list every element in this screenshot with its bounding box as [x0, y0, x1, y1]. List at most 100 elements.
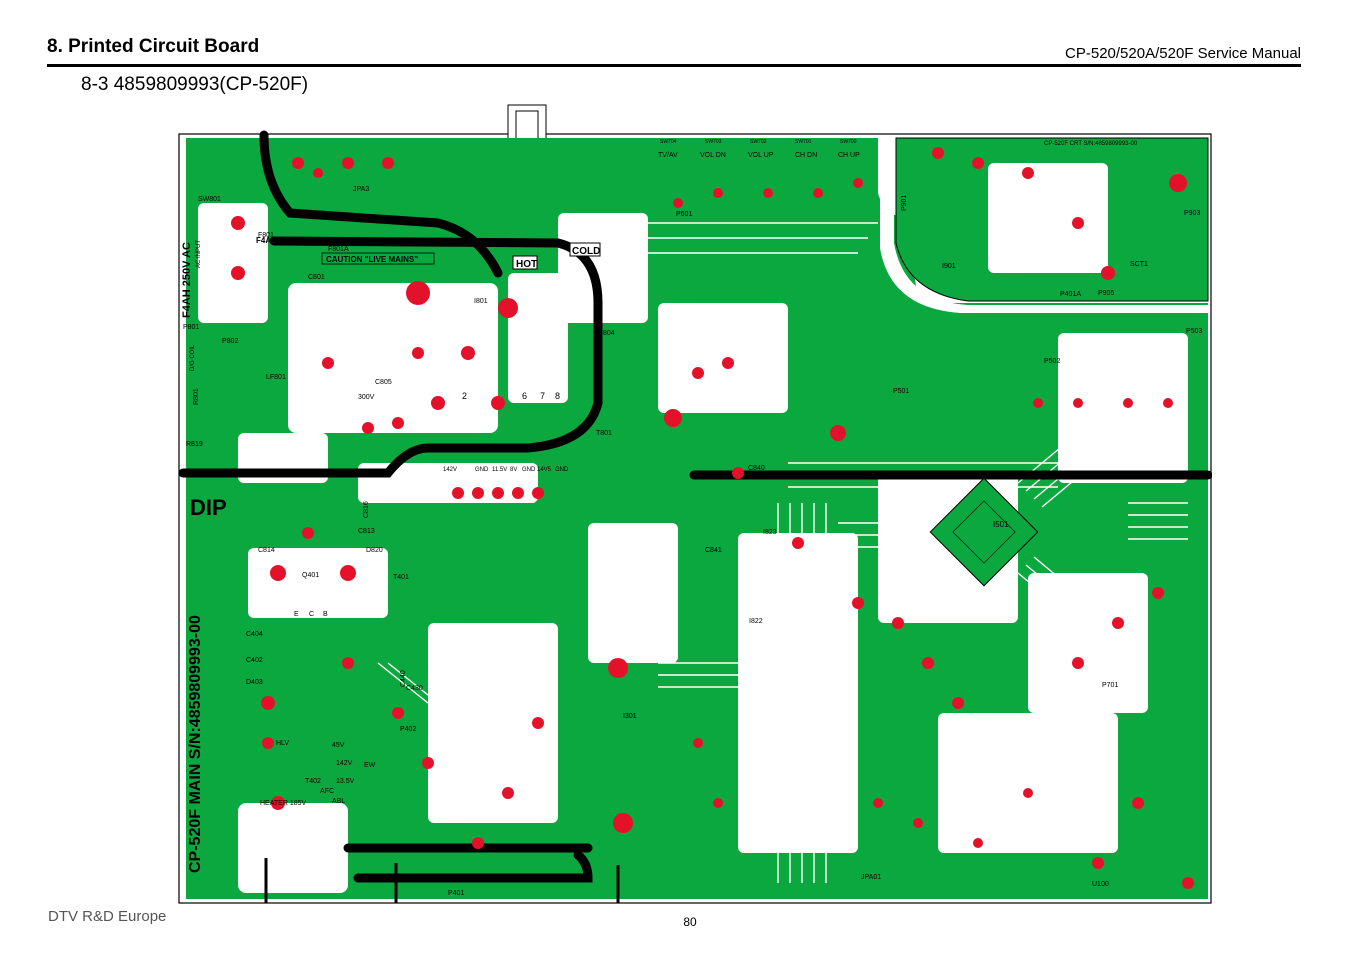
component-label: JPA3	[353, 186, 369, 193]
section-title: 8. Printed Circuit Board	[47, 36, 260, 57]
component-label: I801	[474, 298, 488, 305]
component-label: T401	[393, 574, 409, 581]
subsection-title: 8-3 4859809993(CP-520F)	[81, 74, 309, 95]
connector-label: P503	[1186, 328, 1202, 335]
component-label: 45V	[332, 742, 345, 749]
connector-label: P401	[448, 890, 464, 897]
component-label: 2	[462, 391, 467, 401]
component-label: C816	[363, 501, 370, 518]
component-label: F801A	[328, 246, 349, 253]
button-label: CH UP	[838, 152, 860, 159]
component-label: C814	[258, 547, 275, 554]
sw-label: SW700	[840, 139, 857, 145]
fuse-label: F4AH 250V AC	[181, 242, 193, 318]
manual-title: CP-520/520A/520F Service Manual	[1065, 45, 1301, 62]
rail-label: 8V	[510, 467, 517, 473]
component-label: R819	[186, 441, 203, 448]
rail-label: 14V5	[537, 467, 552, 473]
fuse2-label: F4AH 250V AC	[256, 236, 312, 245]
button-label: VOL DN	[700, 152, 726, 159]
component-label: 7	[540, 391, 545, 401]
component-label: E	[294, 611, 299, 618]
hot-label: HOT	[516, 259, 537, 270]
sw-label: SW702	[750, 139, 767, 145]
fuse-sub-label: AC INPUT	[196, 240, 202, 268]
caution-label-box: CAUTION "LIVE MAINS"	[321, 252, 435, 265]
component-label: C813	[358, 528, 375, 535]
ic-label: I501	[993, 520, 1009, 529]
component-label: AFC	[320, 788, 334, 795]
rail-label: 11.5V	[492, 467, 507, 473]
main-board-label: CP-520F MAIN S/N:4859809993-00	[187, 615, 204, 873]
connector-label: P802	[222, 338, 238, 345]
component-label: 300V	[358, 394, 375, 401]
component-label: C	[309, 611, 314, 618]
cold-label: COLD	[572, 246, 600, 257]
component-label: C801	[308, 274, 325, 281]
component-label: C430	[406, 685, 423, 692]
component-label: C402	[246, 657, 263, 664]
rail-labels: 142V GND 11.5V 8V GND 14V5 GND	[443, 467, 569, 473]
rail-label: GND	[522, 467, 536, 473]
component-label: I823	[763, 529, 777, 536]
connector-labels: P801 P802 P401 P402 P501 P502 P503 P701 …	[183, 195, 1202, 897]
sw-label: SW703	[705, 139, 722, 145]
component-label: R801	[193, 388, 200, 405]
component-label: LF801	[266, 374, 286, 381]
header-rule	[47, 64, 1301, 67]
component-label: C840	[748, 465, 765, 472]
connector-label: P905	[1098, 290, 1114, 297]
component-label: 8	[555, 391, 560, 401]
page-number: 80	[683, 915, 697, 929]
component-label: SW801	[198, 196, 221, 203]
component-label: 13.5V	[336, 778, 355, 785]
component-label: I901	[942, 263, 956, 270]
component-label: 6	[522, 391, 527, 401]
component-label: Q401	[302, 572, 319, 579]
rail-label: GND	[475, 467, 489, 473]
component-label: T801	[596, 430, 612, 437]
component-label: JPA01	[861, 874, 881, 881]
connector-label: P801	[183, 324, 199, 331]
component-label: C805	[375, 379, 392, 386]
component-label: I804	[601, 330, 615, 337]
connector-label: P502	[1044, 358, 1060, 365]
component-label: ABL	[332, 798, 345, 805]
connector-label: P903	[1184, 210, 1200, 217]
button-label: CH DN	[795, 152, 817, 159]
button-label: VOL UP	[748, 152, 774, 159]
component-label: JPA02	[468, 874, 488, 881]
component-label: SCT1	[1130, 261, 1148, 268]
component-label: EW	[364, 762, 376, 769]
component-label: 142V	[336, 760, 353, 767]
component-label: D403	[246, 679, 263, 686]
component-label: C440	[400, 670, 407, 687]
crt-board-label: CP-520F CRT S/N:4859809993-00	[1044, 141, 1138, 147]
pcb-image: CP-520F MAIN S/N:4859809993-00 DIP F4AH …	[178, 104, 1212, 904]
connector-label: P501	[893, 388, 909, 395]
footer-left-text: DTV R&D Europe	[48, 908, 167, 925]
connector-label: P401A	[1060, 291, 1081, 298]
rail-label: GND	[555, 467, 569, 473]
dg-coil-label: D/G COIL	[190, 344, 196, 371]
component-label: C841	[705, 547, 722, 554]
hot-label-box: HOT	[512, 255, 538, 270]
component-label: C404	[246, 631, 263, 638]
connector-label: P402	[400, 726, 416, 733]
connector-label: P701	[1102, 682, 1118, 689]
connector-label: P601	[676, 211, 692, 218]
cold-label-box: COLD	[569, 242, 601, 257]
component-label: I822	[749, 618, 763, 625]
component-label: T402	[305, 778, 321, 785]
component-label: B	[323, 611, 328, 618]
sw-label: SW701	[795, 139, 812, 145]
component-labels: SW801 LF801 R801 R819 C801 C805 C813 C81…	[186, 186, 1148, 888]
component-label: HLV	[276, 740, 289, 747]
component-label: F801	[258, 232, 274, 239]
button-label: TV/AV	[658, 152, 678, 159]
keypad-labels: SW704 SW703 SW702 SW701 SW700 TV/AV VOL …	[658, 139, 860, 159]
component-label: HEATER 185V	[260, 800, 306, 807]
component-label: I301	[623, 713, 637, 720]
connector-label: P901	[901, 195, 908, 211]
sw-label: SW704	[660, 139, 677, 145]
